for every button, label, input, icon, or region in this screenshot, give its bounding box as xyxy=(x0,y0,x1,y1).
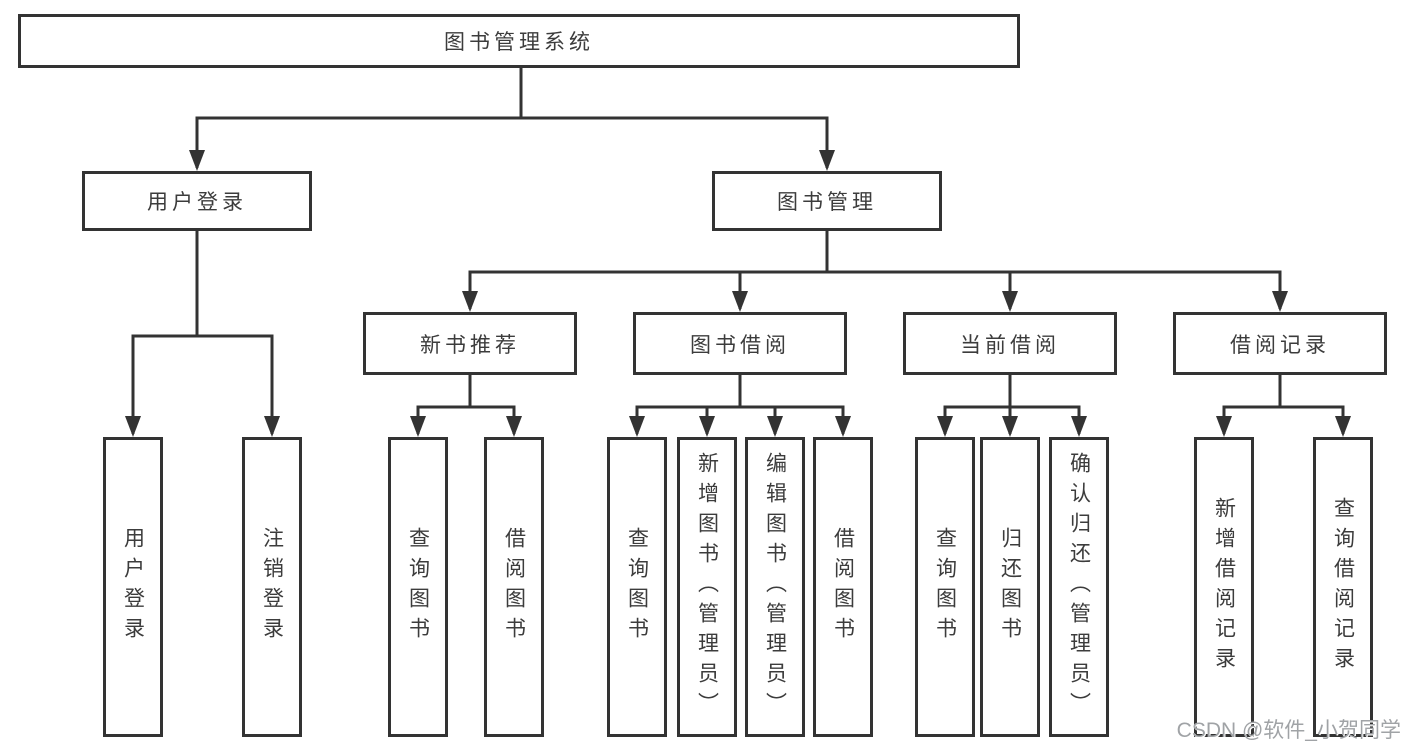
arrowhead xyxy=(819,150,835,171)
arrowhead xyxy=(1216,416,1232,437)
arrowhead xyxy=(410,416,426,437)
node-book-borrowing-label: 图书借阅 xyxy=(690,333,790,357)
leaf-borrow-books-1: 借阅图书 xyxy=(484,437,544,737)
node-user-login-label: 用户登录 xyxy=(147,191,247,214)
arrowhead xyxy=(937,416,953,437)
node-book-borrowing: 图书借阅 xyxy=(633,312,847,375)
edge-newbook-split xyxy=(416,405,516,434)
node-new-book-recommendation-label: 新书推荐 xyxy=(420,333,520,357)
arrowhead xyxy=(1002,416,1018,437)
node-book-management: 图书管理 xyxy=(712,171,942,231)
leaf-return-books-label: 归还图书 xyxy=(998,527,1022,647)
leaf-add-book-admin: 新增图书（管理员） xyxy=(677,437,737,737)
leaf-logout: 注销登录 xyxy=(242,437,302,737)
arrowhead xyxy=(835,416,851,437)
leaf-borrow-books-2: 借阅图书 xyxy=(813,437,873,737)
leaf-search-books-2-label: 查询图书 xyxy=(625,527,649,647)
leaf-logout-label: 注销登录 xyxy=(260,527,284,647)
leaf-search-books-3-label: 查询图书 xyxy=(933,527,957,647)
arrowhead xyxy=(125,416,141,437)
leaf-search-borrow-record-label: 查询借阅记录 xyxy=(1331,497,1355,677)
arrowhead xyxy=(767,416,783,437)
arrowhead xyxy=(1002,291,1018,312)
edge-bookmgmt-split xyxy=(468,270,1282,309)
node-current-borrowing-label: 当前借阅 xyxy=(960,333,1060,357)
leaf-search-books-1-label: 查询图书 xyxy=(406,527,430,647)
node-root: 图书管理系统 xyxy=(18,14,1020,68)
arrowhead xyxy=(189,150,205,171)
watermark: CSDN @软件_小贺同学 xyxy=(1176,719,1401,742)
leaf-search-books-1: 查询图书 xyxy=(388,437,448,737)
leaf-return-books: 归还图书 xyxy=(980,437,1040,737)
edge-records-split xyxy=(1222,405,1345,434)
arrowhead xyxy=(732,291,748,312)
leaf-borrow-books-1-label: 借阅图书 xyxy=(502,527,526,647)
leaf-search-borrow-record: 查询借阅记录 xyxy=(1313,437,1373,737)
node-borrowing-records: 借阅记录 xyxy=(1173,312,1387,375)
leaf-borrow-books-2-label: 借阅图书 xyxy=(831,527,855,647)
arrowhead xyxy=(699,416,715,437)
leaf-add-borrow-record: 新增借阅记录 xyxy=(1194,437,1254,737)
leaf-add-borrow-record-label: 新增借阅记录 xyxy=(1212,497,1236,677)
node-new-book-recommendation: 新书推荐 xyxy=(363,312,577,375)
node-book-management-label: 图书管理 xyxy=(777,191,877,214)
arrowhead xyxy=(264,416,280,437)
arrowhead xyxy=(1071,416,1087,437)
edge-root-split xyxy=(195,116,829,168)
leaf-confirm-return-admin: 确认归还（管理员） xyxy=(1049,437,1109,737)
leaf-edit-book-admin: 编辑图书（管理员） xyxy=(745,437,805,737)
node-current-borrowing: 当前借阅 xyxy=(903,312,1117,375)
leaf-search-books-3: 查询图书 xyxy=(915,437,975,737)
leaf-user-login-label: 用户登录 xyxy=(121,527,145,647)
arrowhead xyxy=(462,291,478,312)
arrowhead xyxy=(1272,291,1288,312)
leaf-confirm-return-admin-label: 确认归还（管理员） xyxy=(1067,452,1091,722)
arrowhead xyxy=(1335,416,1351,437)
edge-borrowing-split xyxy=(635,405,845,434)
arrowhead xyxy=(629,416,645,437)
node-borrowing-records-label: 借阅记录 xyxy=(1230,333,1330,357)
leaf-user-login: 用户登录 xyxy=(103,437,163,737)
node-root-label: 图书管理系统 xyxy=(444,31,594,54)
edge-userlogin-split xyxy=(131,334,274,434)
arrowhead xyxy=(506,416,522,437)
leaf-search-books-2: 查询图书 xyxy=(607,437,667,737)
leaf-edit-book-admin-label: 编辑图书（管理员） xyxy=(763,452,787,722)
node-user-login: 用户登录 xyxy=(82,171,312,231)
leaf-add-book-admin-label: 新增图书（管理员） xyxy=(695,452,719,722)
